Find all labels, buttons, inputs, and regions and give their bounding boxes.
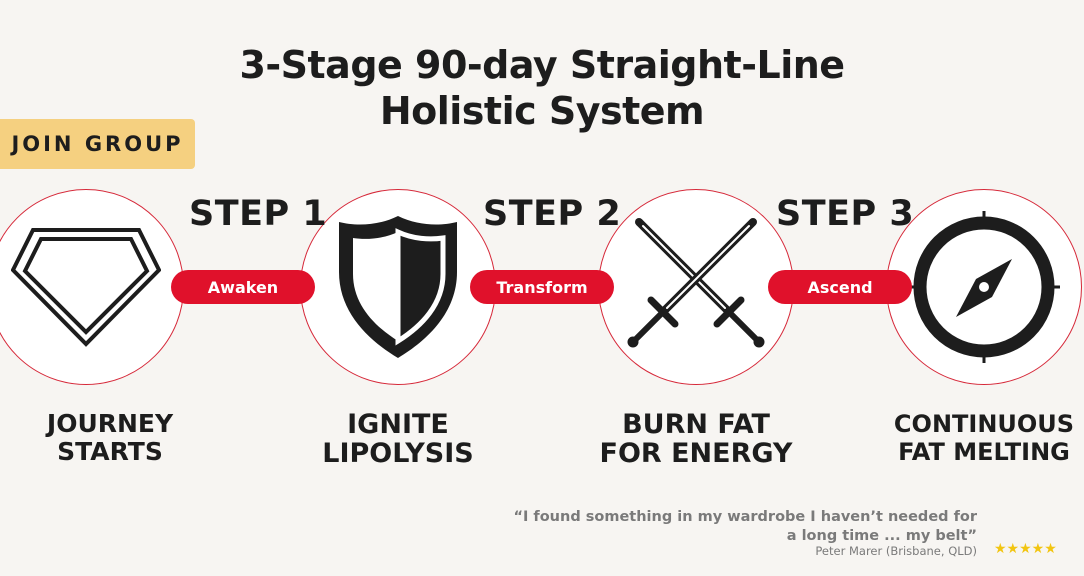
rating-stars: ★★★★★ [994,541,1057,557]
stage-2-circle [300,189,496,385]
stage-4-caption: CONTINUOUS FAT MELTING [893,410,1075,466]
testimonial-author: Peter Marer (Brisbane, QLD) [815,544,977,558]
stage-2-caption: IGNITE LIPOLYSIS [322,409,474,469]
step-3-pill: Ascend [768,270,912,304]
stage-3-caption: BURN FAT FOR ENERGY [599,409,793,469]
stage-3-circle [598,189,794,385]
join-group-button[interactable]: JOIN GROUP [0,119,195,169]
step-1-pill: Awaken [171,270,315,304]
stage-4-circle [886,189,1082,385]
step-1-label: STEP 1 [189,194,328,234]
page-title: 3-Stage 90-day Straight-Line Holistic Sy… [200,42,884,134]
title-line-1: 3-Stage 90-day Straight-Line [239,43,845,87]
step-3-label: STEP 3 [776,194,915,234]
stage-1-circle [0,189,184,385]
testimonial-quote: “I found something in my wardrobe I have… [513,509,977,544]
step-2-label: STEP 2 [483,194,622,234]
stage-1-caption: JOURNEY STARTS [46,409,174,466]
gem-icon [11,228,161,347]
compass-icon [908,211,1060,363]
crossed-swords-icon [627,218,765,348]
title-line-2: Holistic System [379,89,705,133]
shield-icon [339,216,457,358]
step-2-pill: Transform [470,270,614,304]
